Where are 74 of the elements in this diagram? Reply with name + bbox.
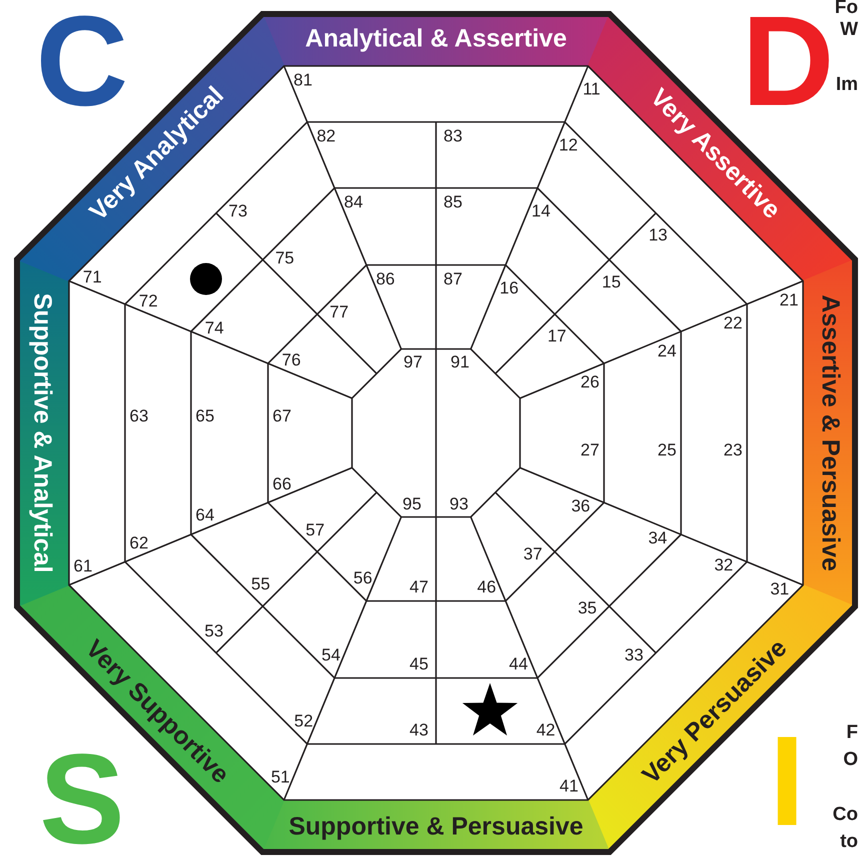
cell-number: 61 (74, 558, 92, 575)
cell-number: 11 (582, 80, 600, 98)
cell-number: 84 (344, 194, 363, 210)
band-label: Supportive & Analytical (30, 293, 54, 573)
cell-number: 67 (272, 408, 292, 424)
cell-number: 83 (444, 128, 462, 144)
cell-number: 63 (130, 408, 148, 424)
cell-number: 86 (376, 270, 395, 288)
cell-number: 91 (450, 354, 470, 370)
cell-number: 87 (444, 270, 462, 288)
cell-number: 52 (294, 712, 314, 730)
cell-number: 24 (658, 342, 676, 360)
cell-number: 31 (770, 580, 790, 598)
cell-number: 32 (714, 556, 734, 574)
cell-number: 72 (138, 292, 158, 310)
side-note: Co (832, 805, 858, 824)
cell-number: 97 (404, 354, 422, 370)
side-note: W (840, 20, 858, 39)
cell-number: 77 (330, 304, 349, 321)
cell-number: 23 (724, 442, 742, 458)
band-label: Analytical & Assertive (305, 26, 567, 52)
cell-number: 75 (275, 249, 294, 266)
cell-number: 36 (571, 498, 590, 515)
cell-number: 35 (578, 600, 597, 617)
cell-number: 76 (282, 351, 301, 368)
cell-number: 16 (500, 280, 519, 297)
cell-number: 25 (658, 442, 676, 458)
style-letter: D (742, 0, 834, 126)
cell-number: 43 (410, 722, 428, 738)
cell-number: 47 (410, 578, 428, 596)
cell-number: 65 (196, 408, 214, 424)
style-letter: C (36, 0, 128, 126)
cell-number: 33 (624, 646, 644, 664)
cell-number: 81 (294, 72, 312, 88)
cell-number: 21 (780, 291, 798, 308)
side-note: Fo (834, 0, 858, 17)
side-note: O (843, 750, 858, 769)
side-note: to (840, 832, 858, 851)
cell-number: 27 (580, 442, 600, 458)
cell-number: 22 (724, 314, 742, 332)
cell-number: 66 (272, 475, 292, 492)
cell-number: 34 (648, 530, 668, 547)
cell-number: 46 (477, 578, 496, 596)
band-label: Supportive & Persuasive (288, 814, 584, 840)
side-note: Im (836, 75, 858, 94)
cell-number: 85 (444, 194, 462, 210)
cell-number: 44 (509, 656, 528, 672)
cell-number: 17 (547, 328, 566, 345)
cell-number: 64 (196, 506, 214, 524)
cell-number: 57 (306, 521, 325, 538)
cell-number: 93 (450, 496, 468, 512)
style-letter: S (39, 736, 125, 862)
cell-number: 51 (270, 768, 290, 786)
cell-number: 82 (316, 128, 336, 144)
cell-number: 42 (536, 722, 556, 738)
cell-number: 95 (402, 496, 422, 512)
cell-number: 53 (204, 622, 224, 640)
cell-number: 14 (532, 202, 550, 220)
cell-number: 45 (410, 656, 428, 672)
cell-number: 12 (558, 136, 578, 154)
cell-number: 62 (130, 534, 148, 552)
cell-number: 73 (228, 202, 248, 220)
cell-number: 26 (580, 374, 600, 391)
cell-number: 54 (322, 646, 340, 664)
cell-number: 41 (560, 778, 578, 794)
cell-number: 71 (82, 268, 102, 286)
cell-number: 74 (204, 319, 224, 336)
band-label: Assertive & Persuasive (818, 294, 842, 572)
side-note: F (846, 723, 858, 742)
cell-number: 13 (648, 226, 668, 244)
cell-number: 15 (602, 273, 621, 290)
cell-number: 55 (251, 576, 270, 593)
cell-number: 56 (353, 569, 372, 586)
cell-number: 37 (523, 545, 542, 562)
